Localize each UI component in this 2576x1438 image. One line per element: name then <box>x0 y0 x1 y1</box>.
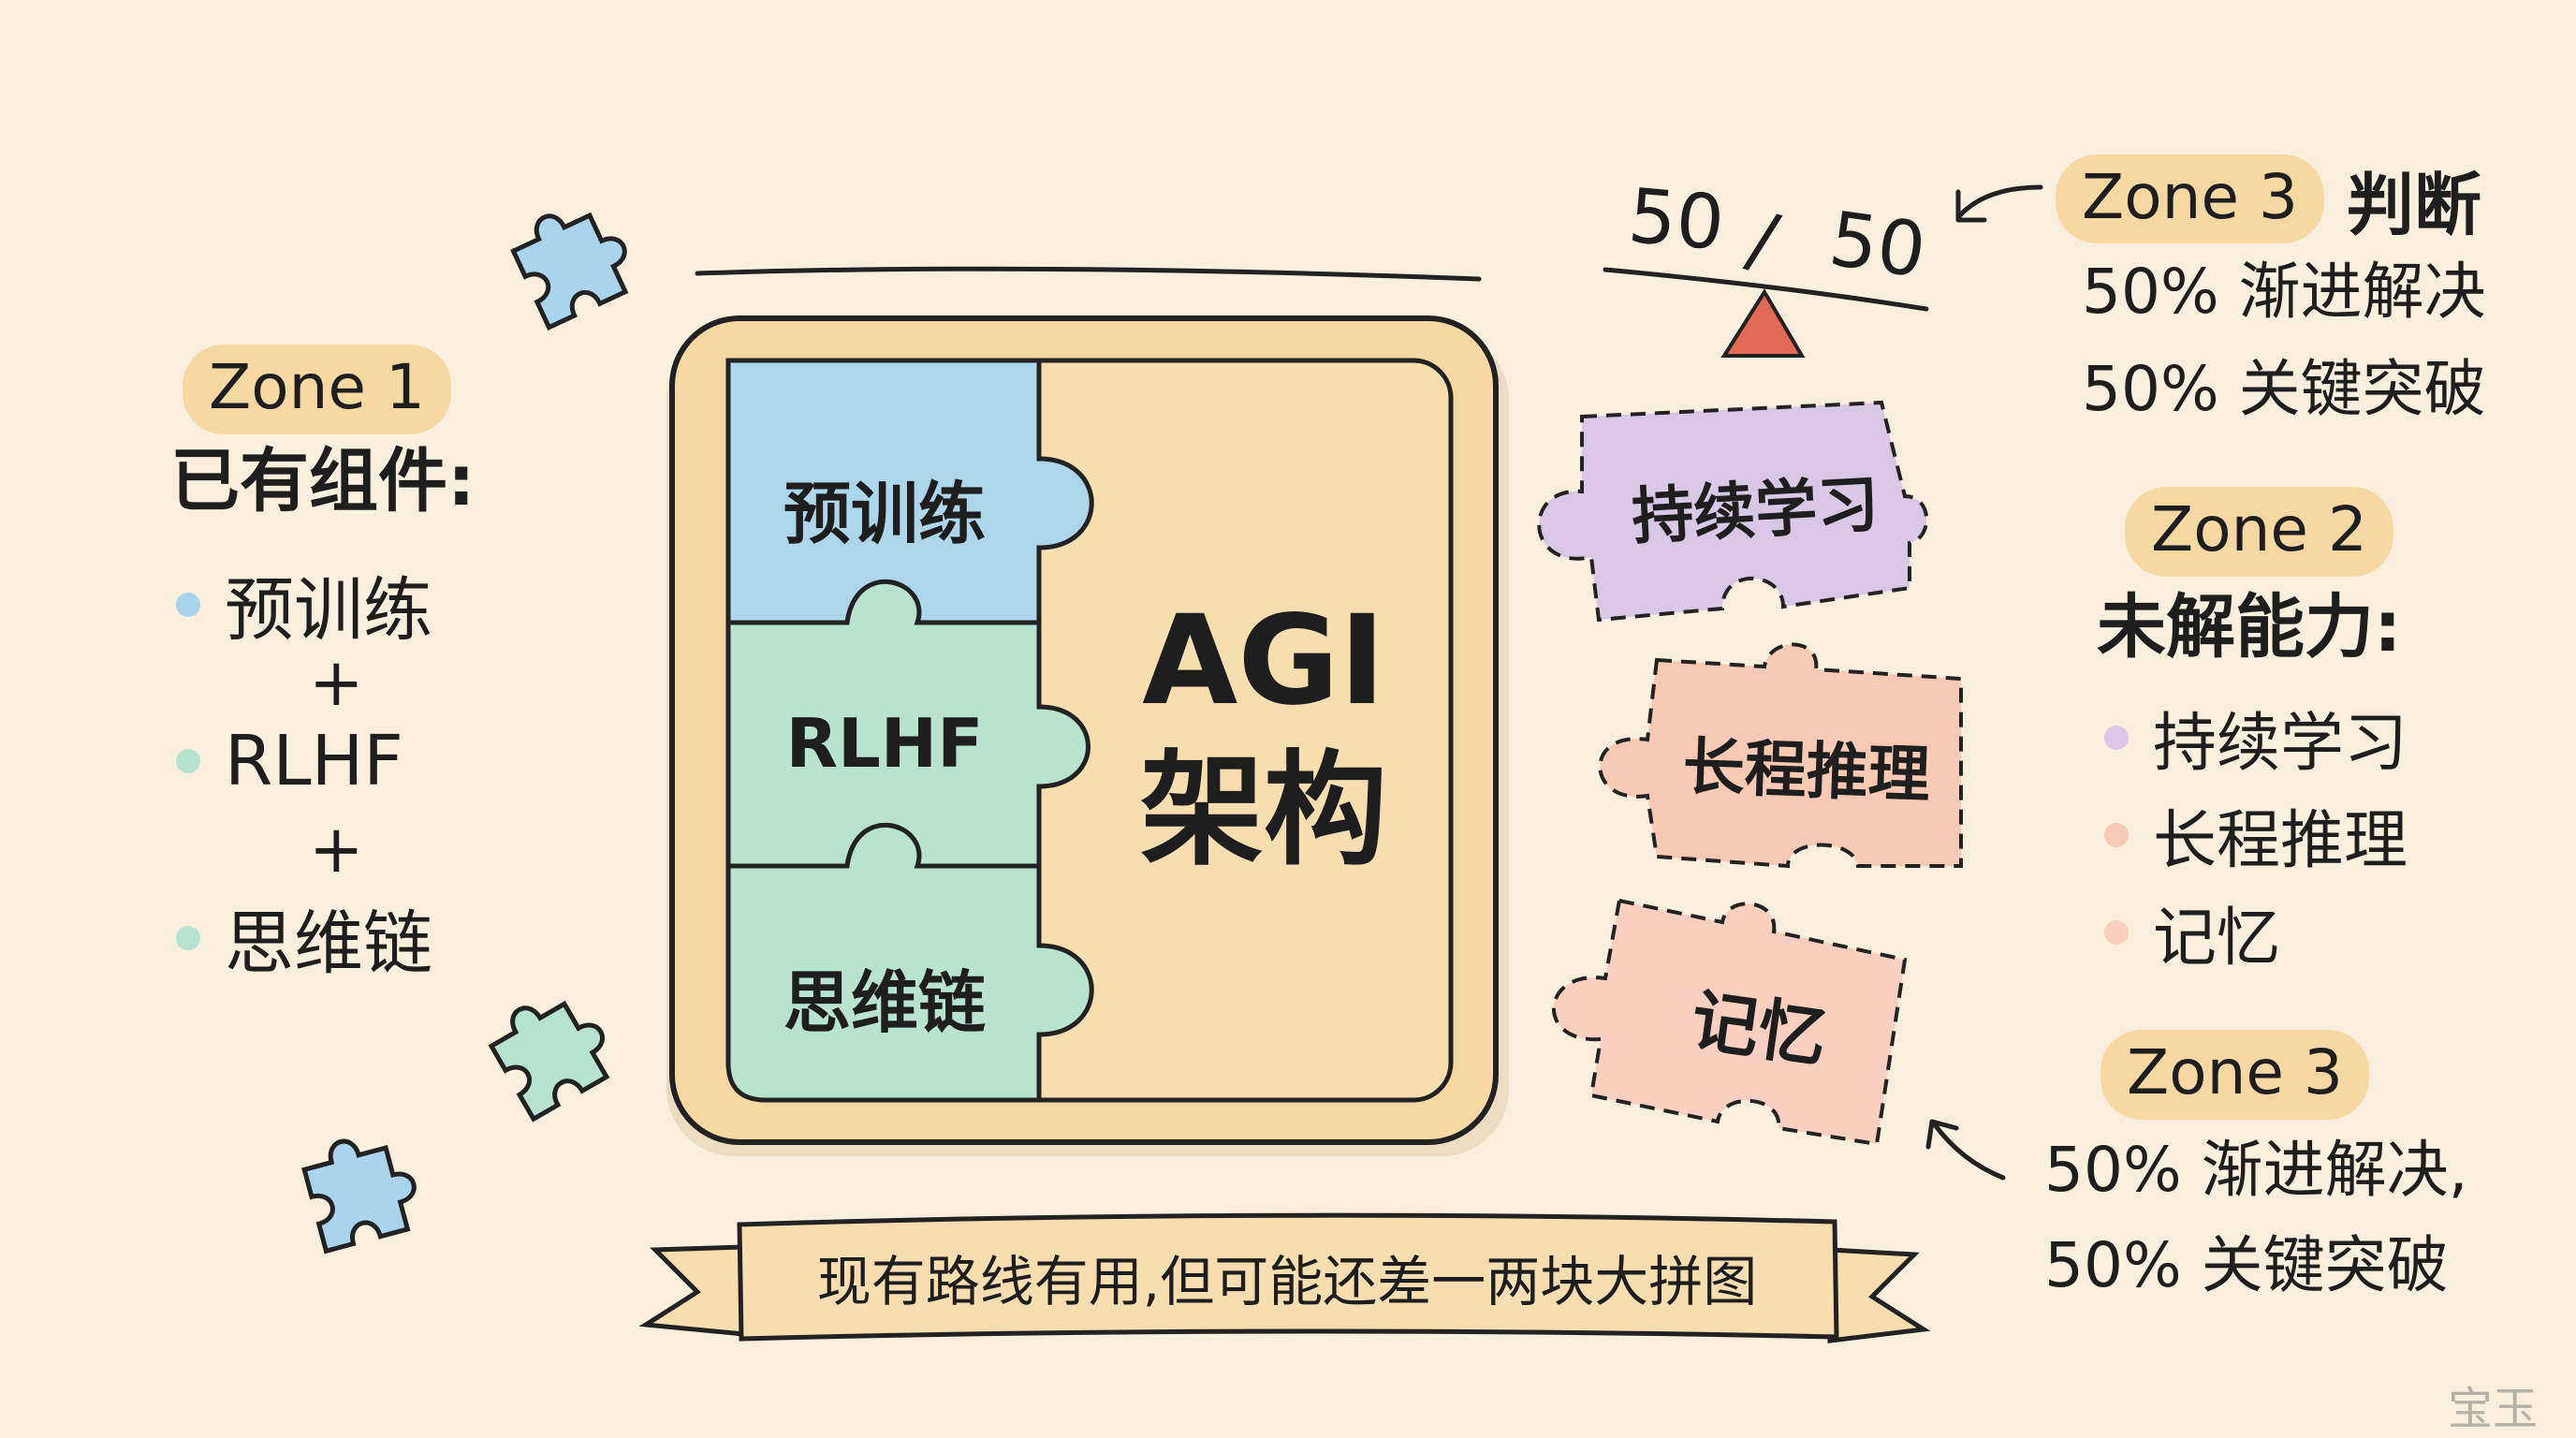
zone2-heading: 未解能力: <box>2097 587 2402 668</box>
zone3-top-header: Zone 3 判断 <box>2056 150 2481 248</box>
decor-puzzle-piece-mid <box>488 1000 610 1123</box>
missing-piece-continual-learning <box>1537 400 1929 623</box>
missing-piece-long-horizon-reasoning <box>1598 642 1963 869</box>
watermark: 宝玉 <box>2448 1383 2539 1435</box>
zone2-dot-3 <box>2104 919 2129 945</box>
zone3-top-title: 判断 <box>2347 166 2482 244</box>
banner-ribbon-left <box>638 1244 747 1337</box>
zone1-item-pretrain: 预训练 <box>176 554 432 654</box>
scale-fulcrum <box>1720 288 1806 358</box>
zone2-dot-1 <box>2104 725 2129 750</box>
zone1-badge-wrap: Zone 1 <box>183 345 451 434</box>
zone1-item-label: 预训练 <box>225 570 432 651</box>
zone2-badge: Zone 2 <box>2125 487 2393 577</box>
zone2-item-long-horizon-reasoning: 长程推理 <box>2104 788 2408 881</box>
zone1-plus-1: + <box>309 644 364 721</box>
zone3-bottom-badge: Zone 3 <box>2100 1030 2369 1120</box>
zone2-badge-wrap: Zone 2 <box>2125 487 2393 577</box>
zone3-bottom-line1: 50% 渐进解决, <box>2044 1134 2468 1206</box>
zone3-bottom-line2: 50% 关键突破 <box>2044 1229 2449 1301</box>
missing-label-continual-learning: 持续学习 <box>1630 468 1881 553</box>
zone1-dot-1 <box>176 592 200 617</box>
zone1-badge: Zone 1 <box>183 345 451 434</box>
missing-piece-memory <box>1551 898 1908 1147</box>
zone3-top-line1: 50% 渐进解决 <box>2082 256 2486 328</box>
piece-label-rlhf: RLHF <box>785 704 984 783</box>
zone2-dot-2 <box>2104 822 2129 847</box>
zone1-dot-3 <box>176 925 200 950</box>
scale-beam <box>1603 267 1929 312</box>
zone1-item-cot: 思维链 <box>176 888 432 988</box>
arrow-to-memory <box>1931 1121 2006 1181</box>
arrow-to-scale-head <box>1955 189 1987 223</box>
core-title-architecture: 架构 <box>1140 739 1387 883</box>
zone2-item-continual-learning: 持续学习 <box>2104 691 2408 784</box>
zone2-item-label: 记忆 <box>2153 902 2281 976</box>
banner-text: 现有路线有用,但可能还差一两块大拼图 <box>816 1250 1758 1313</box>
arrow-to-scale <box>1955 184 2043 220</box>
decor-puzzle-piece-top <box>510 212 629 331</box>
scale-left-value: 50 <box>1625 171 1728 268</box>
banner-body <box>737 1212 1839 1342</box>
top-decor-line <box>695 266 1482 282</box>
piece-label-pretrain: 预训练 <box>783 475 986 553</box>
banner-ribbon-right <box>1827 1247 1931 1343</box>
zone2-item-label: 持续学习 <box>2153 707 2408 781</box>
zone1-heading: 已有组件: <box>170 441 476 521</box>
piece-label-cot: 思维链 <box>783 963 986 1042</box>
scale-right-value: 50 <box>1824 195 1931 295</box>
zone1-item-rlhf: RLHF <box>176 721 403 801</box>
zone3-bottom-badge-wrap: Zone 3 <box>2100 1030 2369 1120</box>
missing-label-long-horizon-reasoning: 长程推理 <box>1681 730 1932 812</box>
zone3-top-line2: 50% 关键突破 <box>2082 353 2486 425</box>
zone1-dot-2 <box>176 749 200 773</box>
core-title-agi: AGI <box>1142 589 1385 733</box>
zone3-top-badge: Zone 3 <box>2056 154 2324 244</box>
arrow-to-memory-head <box>1925 1119 1959 1150</box>
zone2-item-label: 长程推理 <box>2153 804 2408 878</box>
zone2-item-memory: 记忆 <box>2104 886 2280 978</box>
decor-puzzle-piece-bottom <box>301 1138 417 1255</box>
zone1-plus-2: + <box>309 811 364 888</box>
zone1-item-label: 思维链 <box>225 903 432 984</box>
piece-cot <box>725 822 1094 1103</box>
zone1-item-label: RLHF <box>225 721 403 801</box>
